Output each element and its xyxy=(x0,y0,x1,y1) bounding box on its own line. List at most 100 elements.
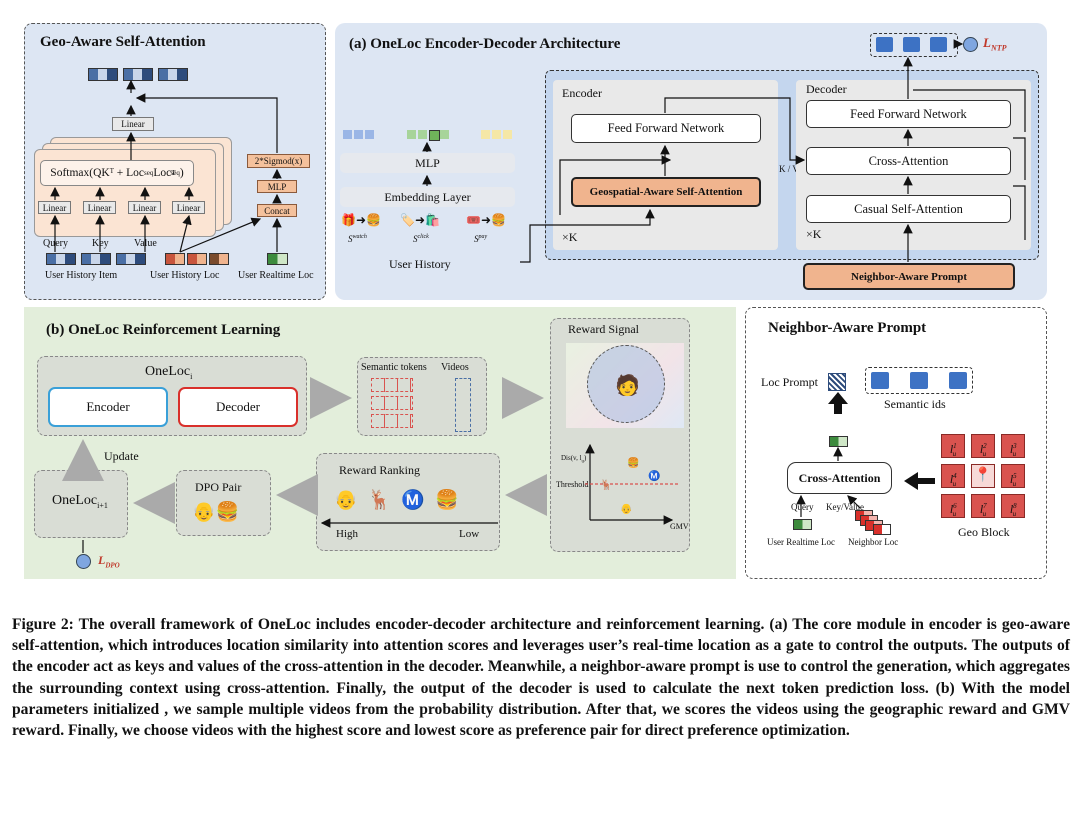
nap-neighbor-label: Neighbor Loc xyxy=(848,537,899,547)
dpo-loss-label: LDPO xyxy=(98,553,120,570)
linear-loc-box: Linear xyxy=(172,201,205,214)
geo-output-tokens xyxy=(88,68,188,81)
svg-text:🦌: 🦌 xyxy=(600,478,612,491)
figure-caption: Figure 2: The overall framework of OneLo… xyxy=(12,616,1070,740)
loc-prompt-token xyxy=(828,373,846,391)
neighbor-aware-prompt-box: Neighbor-Aware Prompt xyxy=(803,263,1015,290)
user-history-label: User History xyxy=(389,257,451,271)
ntp-loss-label: LNTP xyxy=(983,35,1007,53)
s-watch-label: Swatch xyxy=(348,234,367,244)
geo-cell: l5u xyxy=(1001,464,1025,488)
nap-cross-attention-box: Cross-Attention xyxy=(787,462,892,494)
s-click-label: Sclick xyxy=(413,234,429,244)
gmv-axis-label: GMV xyxy=(670,522,689,531)
history-loc-tokens xyxy=(165,253,230,265)
concat-box: Concat xyxy=(257,204,297,217)
architecture-title: (a) OneLoc Encoder-Decoder Architecture xyxy=(349,36,621,52)
dpo-loss-dot xyxy=(76,554,91,569)
pay-icons: 🎟️➜🍔 xyxy=(466,213,506,227)
geo-cell: l1u xyxy=(941,434,965,458)
geo-cell: l6u xyxy=(941,494,965,518)
user-history-loc-label: User History Loc xyxy=(150,270,220,281)
location-pin-icon: 📍 xyxy=(974,468,992,483)
svg-text:🍔: 🍔 xyxy=(627,456,639,469)
threshold-label: Threshold xyxy=(556,480,589,489)
dpo-pair-block xyxy=(176,470,271,536)
linear-key-box: Linear xyxy=(83,201,116,214)
nap-realtime-label: User Realtime Loc xyxy=(767,537,835,547)
user-avatar-icon: 🧑 xyxy=(615,375,640,397)
geo-cell: l7u xyxy=(971,494,995,518)
geo-panel-title: Geo-Aware Self-Attention xyxy=(40,34,206,50)
rl-encoder-box[interactable]: Encoder xyxy=(48,387,168,427)
encoder-xk-label: ×K xyxy=(562,230,578,244)
s-pay-label: Spay xyxy=(474,234,488,244)
user-realtime-loc-label: User Realtime Loc xyxy=(238,270,314,281)
top-token-row xyxy=(343,130,523,141)
decoder-label: Decoder xyxy=(806,82,847,96)
rl-title: (b) OneLoc Reinforcement Learning xyxy=(46,322,281,338)
decoder-ffn-box: Feed Forward Network xyxy=(806,100,1011,128)
sigmod-box: 2*Sigmod(x) xyxy=(247,154,310,168)
reward-ranking-label: Reward Ranking xyxy=(339,463,420,477)
decoder-xk-label: ×K xyxy=(806,227,822,241)
linear-top-box: Linear xyxy=(112,117,154,131)
reward-signal-label: Reward Signal xyxy=(568,322,639,336)
user-history-item-label: User History Item xyxy=(45,270,118,281)
linear-value-box: Linear xyxy=(128,201,161,214)
click-icons: 🏷️➜🛍️ xyxy=(400,213,440,227)
cross-attention-box: Cross-Attention xyxy=(806,147,1011,175)
videos-label: Videos xyxy=(441,362,469,373)
dis-axis-label: Dis(v, lu) xyxy=(561,454,587,465)
geo-cell-center: 📍 xyxy=(971,464,995,488)
oneloc-next-block xyxy=(34,470,128,538)
encoder-ffn-box: Feed Forward Network xyxy=(571,114,761,143)
embedding-layer-box: Embedding Layer xyxy=(340,187,515,207)
nap-keyvalue-label: Key/Value xyxy=(826,502,864,512)
kv-label: K / V xyxy=(779,164,799,174)
geo-cell: l2u xyxy=(971,434,995,458)
video-column xyxy=(455,378,471,432)
svg-text:Ⓜ️: Ⓜ️ xyxy=(648,469,660,482)
ntp-loss-dot xyxy=(963,37,978,52)
prompt-output-token xyxy=(829,436,848,447)
causal-self-attention-box: Casual Self-Attention xyxy=(806,195,1011,223)
history-item-tokens xyxy=(46,253,146,265)
rl-decoder-box[interactable]: Decoder xyxy=(178,387,298,427)
neighbor-loc-tokens xyxy=(855,510,895,535)
geo-cell: l4u xyxy=(941,464,965,488)
update-label: Update xyxy=(104,449,139,463)
encoder-label: Encoder xyxy=(562,86,602,100)
realtime-loc-token xyxy=(267,253,288,265)
high-label: High xyxy=(336,528,358,540)
oneloc-i-label: OneLoci xyxy=(145,364,193,381)
reward-radius-circle xyxy=(587,345,665,423)
low-label: Low xyxy=(459,528,480,540)
geo-cell: l3u xyxy=(1001,434,1025,458)
semantic-ids-group xyxy=(865,367,973,394)
dpo-pair-icons: 👴🍔 xyxy=(192,502,240,523)
input-mlp-box: MLP xyxy=(340,153,515,173)
oneloc-next-label: OneLoci+1 xyxy=(52,493,108,510)
neighbor-prompt-title: Neighbor-Aware Prompt xyxy=(768,320,927,336)
semantic-tokens-label: Semantic tokens xyxy=(361,362,427,373)
geo-sa-box: Geospatial-Aware Self-Attention xyxy=(571,177,761,207)
geo-block-label: Geo Block xyxy=(958,525,1010,539)
svg-text:👴: 👴 xyxy=(620,503,632,515)
neighbor-prompt-panel xyxy=(745,307,1047,579)
ranking-icons: 👴🦌Ⓜ️🍔 xyxy=(334,490,469,511)
geo-cell: l8u xyxy=(1001,494,1025,518)
watch-icons: 🎁➜🍔 xyxy=(341,213,381,227)
geo-block-grid: l1u l2u l3u l4u 📍 l5u l6u l7u l8u xyxy=(941,434,1025,518)
linear-query-box: Linear xyxy=(38,201,71,214)
dpo-pair-label: DPO Pair xyxy=(195,480,242,494)
reward-ranking-block xyxy=(316,453,500,551)
semantic-ids-label: Semantic ids xyxy=(884,397,946,411)
gate-mlp-box: MLP xyxy=(257,180,297,193)
nap-query-label: Query xyxy=(791,502,814,512)
semantic-token-grid xyxy=(371,378,413,430)
loc-prompt-label: Loc Prompt xyxy=(761,375,818,389)
nap-query-token xyxy=(793,519,812,530)
